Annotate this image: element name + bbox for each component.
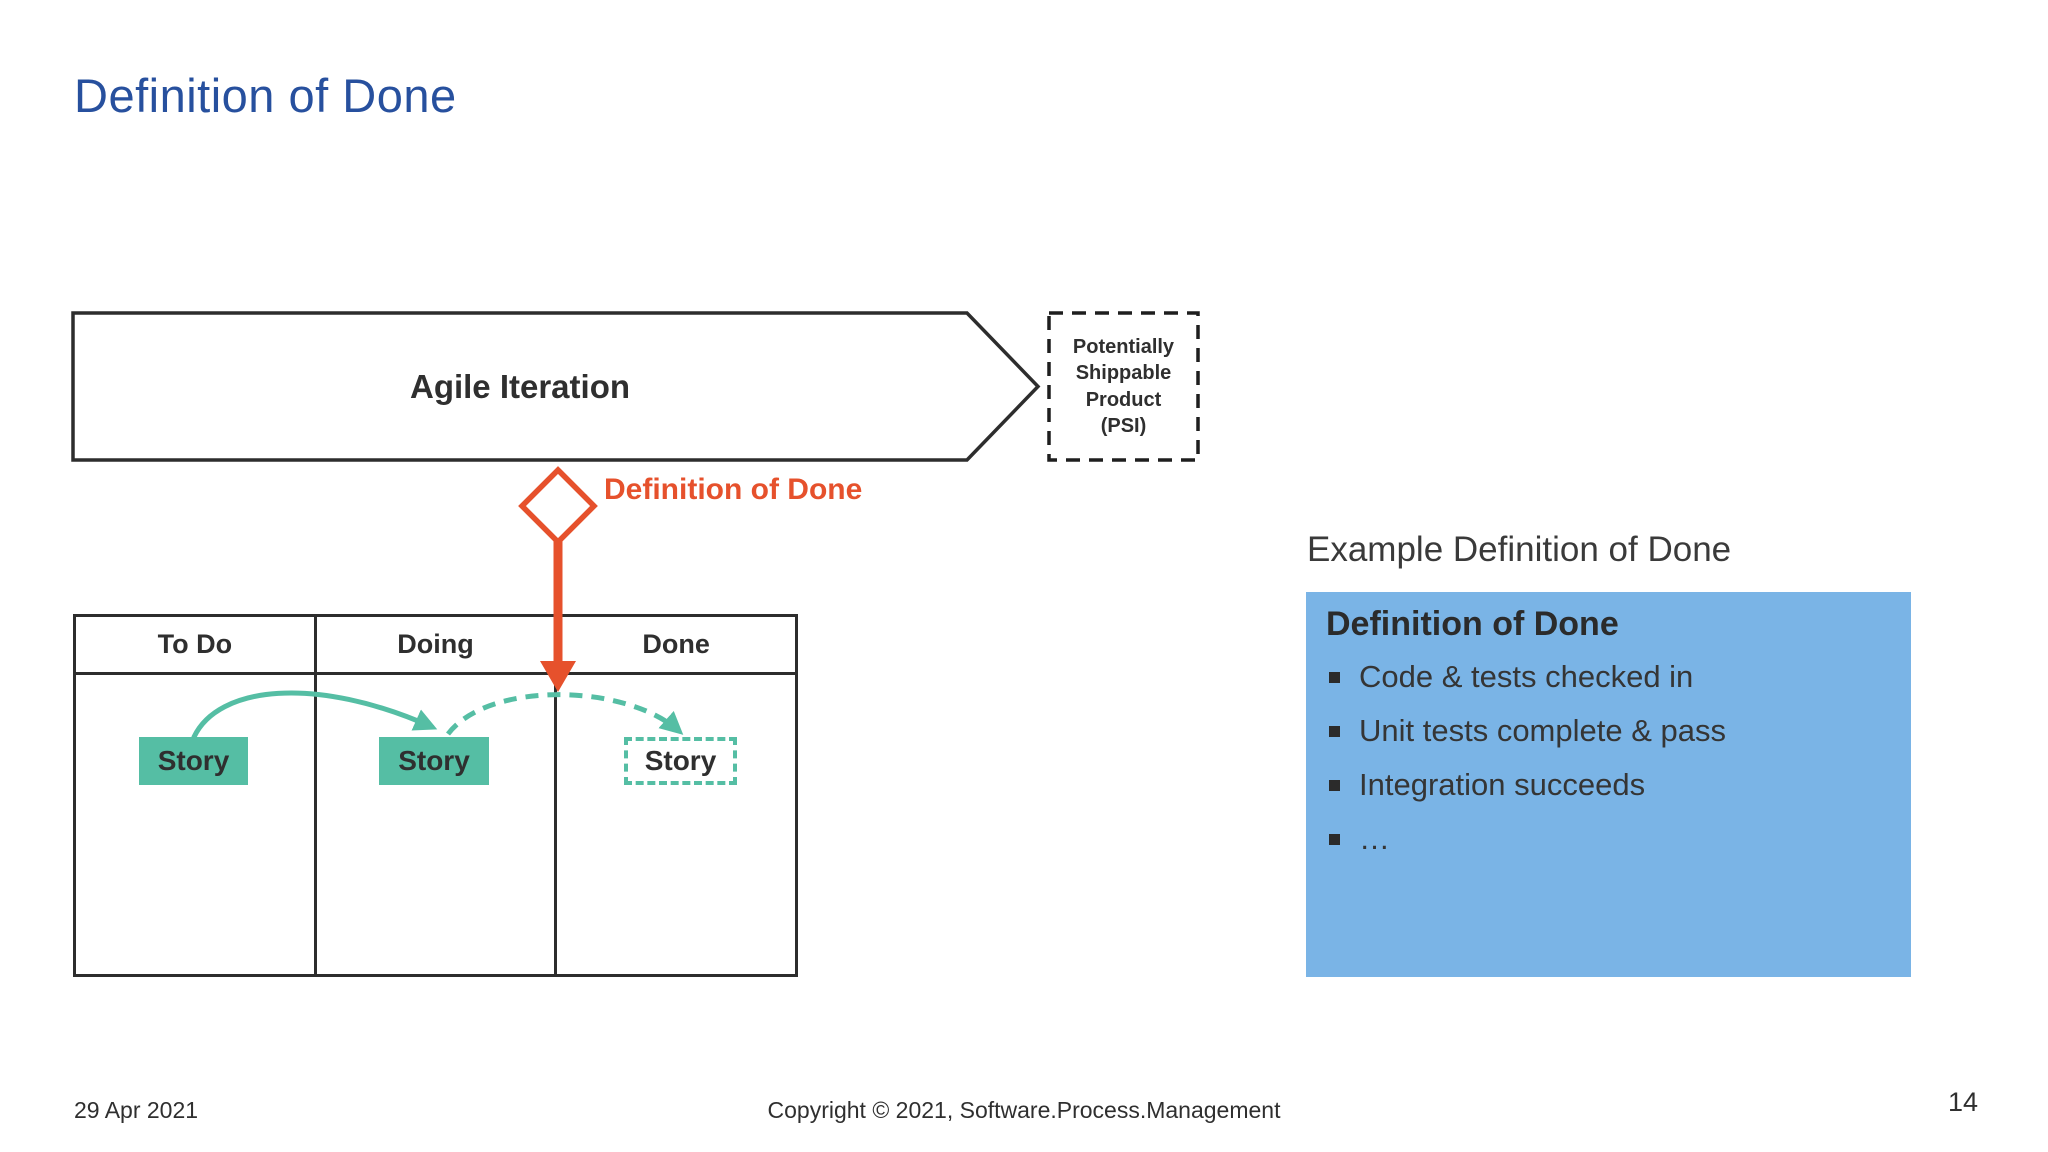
bullet-text: Integration succeeds <box>1359 767 1646 802</box>
kanban-column-body <box>557 675 795 974</box>
psi-line: (PSI) <box>1100 414 1147 437</box>
iteration-arrow-label: Agile Iteration <box>409 367 631 405</box>
footer-copyright: Copyright © 2021, Software.Process.Manag… <box>767 1097 1281 1123</box>
psi-box-label: Potentially Shippable Product (PSI) <box>1049 313 1198 460</box>
story-card-todo: Story <box>139 737 248 785</box>
kanban-board: To Do Doing Done <box>73 614 798 977</box>
bullet-text: Code & tests checked in <box>1359 659 1694 694</box>
bullet-text: Unit tests complete & pass <box>1359 713 1726 748</box>
dod-bullet-item: Unit tests complete & pass <box>1326 704 1891 758</box>
kanban-column-header: To Do <box>76 617 314 675</box>
kanban-column-doing: Doing <box>316 617 558 974</box>
dod-bullet-item: Integration succeeds <box>1326 758 1891 812</box>
bullet-square-icon <box>1329 671 1340 683</box>
story-card-done: Story <box>624 737 737 785</box>
dod-bullet-item: Code & tests checked in <box>1326 650 1891 704</box>
dod-bullet-item: … <box>1326 812 1891 866</box>
example-box-title: Definition of Done <box>1326 605 1619 643</box>
kanban-column-done: Done <box>557 617 796 974</box>
kanban-column-todo: To Do <box>76 617 317 974</box>
bullet-square-icon <box>1329 725 1340 737</box>
bullet-square-icon <box>1329 779 1340 791</box>
story-card-doing: Story <box>379 737 489 785</box>
kanban-column-header: Doing <box>316 617 555 675</box>
bullet-text: … <box>1359 821 1390 856</box>
example-dod-box: Definition of Done Code & tests checked … <box>1306 592 1911 977</box>
kanban-column-body <box>317 675 555 974</box>
page-number: 14 <box>1947 1087 1978 1117</box>
page-title: Definition of Done <box>74 69 457 122</box>
psi-line: Potentially <box>1072 335 1175 358</box>
psi-line: Shippable <box>1075 362 1172 385</box>
dod-diamond-icon <box>518 466 598 546</box>
footer-date: 29 Apr 2021 <box>74 1097 199 1123</box>
kanban-column-body <box>76 675 314 974</box>
kanban-column-header: Done <box>557 617 796 675</box>
psi-line: Product <box>1085 388 1162 411</box>
dod-marker-label: Definition of Done <box>604 473 863 506</box>
bullet-square-icon <box>1329 833 1340 845</box>
example-panel-heading: Example Definition of Done <box>1307 530 1732 569</box>
